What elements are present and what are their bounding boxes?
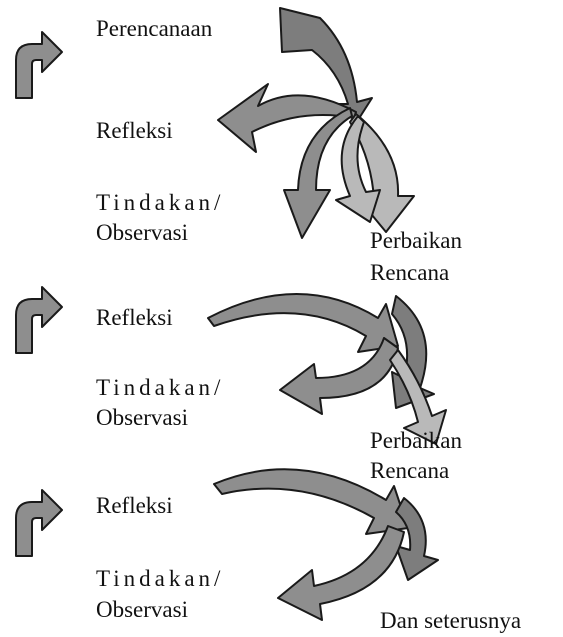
cycle2-spiral: [207, 293, 447, 445]
cycle2-bottom-arrow-shape: [279, 337, 399, 415]
label-observasi-2: Observasi: [96, 405, 188, 430]
left-arrow-1-icon: [15, 31, 63, 99]
label-dan-seterusnya: Dan seterusnya: [380, 608, 522, 633]
cycle3-spiral: [213, 468, 439, 621]
label-refleksi-1: Refleksi: [96, 118, 173, 143]
label-perencanaan: Perencanaan: [96, 16, 213, 41]
label-observasi-3: Observasi: [96, 597, 188, 622]
label-refleksi-3: Refleksi: [96, 493, 173, 518]
cycle2-inner-arrow-shape: [389, 349, 447, 445]
label-tindakan-1: Tindakan/: [96, 190, 225, 215]
label-refleksi-2: Refleksi: [96, 305, 173, 330]
label-perbaikan-1: Perbaikan: [370, 228, 462, 253]
cycle3-bottom-arrow-shape: [277, 525, 405, 621]
cycle1-left-arrow-shape: [217, 83, 357, 153]
cycle3-right-arrow-shape: [395, 497, 439, 581]
label-perbaikan-2: Perbaikan: [370, 428, 462, 453]
label-rencana-1: Rencana: [370, 260, 450, 285]
label-tindakan-3: Tindakan/: [96, 566, 225, 591]
label-observasi-1: Observasi: [96, 220, 188, 245]
label-rencana-2: Rencana: [370, 458, 450, 483]
cycle1-spiral: [217, 7, 415, 239]
label-tindakan-2: Tindakan/: [96, 375, 225, 400]
cycle1-down-arrow-shape: [283, 107, 353, 239]
cycle1-inner-arrow-shape: [335, 115, 381, 223]
left-arrow-2-icon: [15, 286, 63, 354]
left-arrow-3-icon: [15, 489, 63, 557]
cycle2-top-arrow-shape: [207, 293, 399, 353]
